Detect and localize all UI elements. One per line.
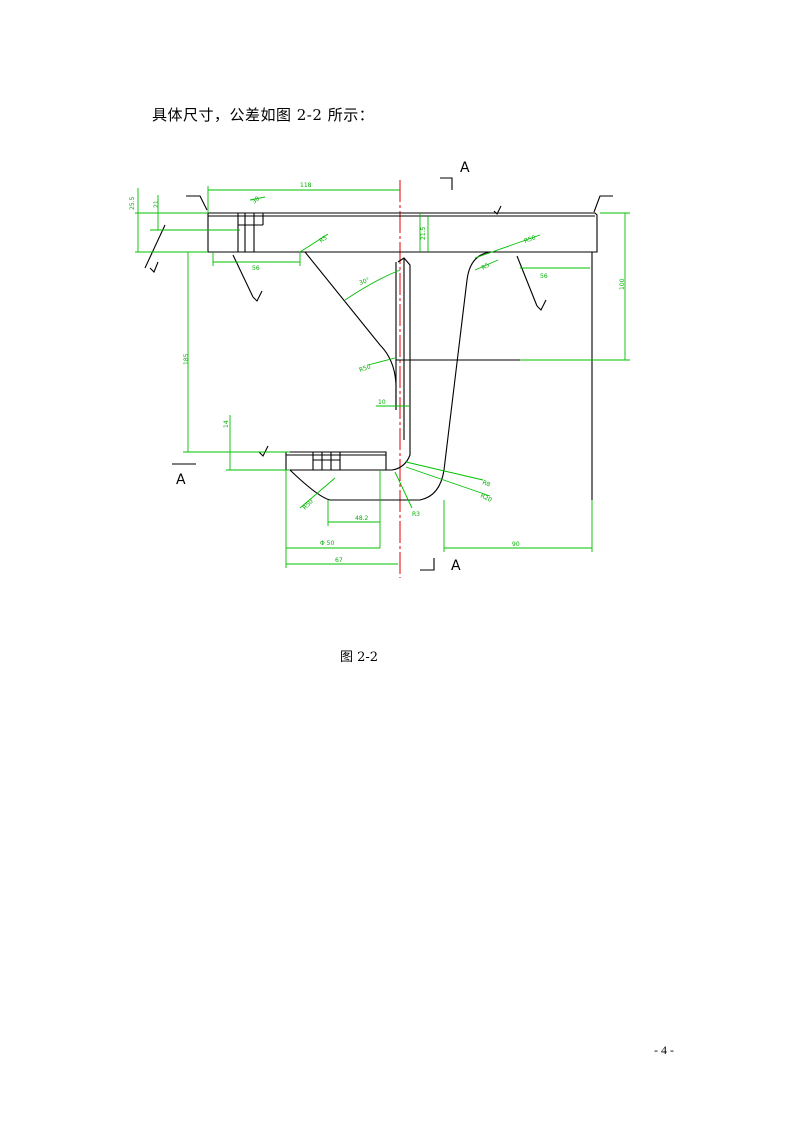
dim-r5: R5 [318,234,329,244]
dim-56-left: 56 [252,265,260,272]
dim-100: 100 [619,278,626,290]
dim-30: 30 [251,195,261,205]
dim-14: 14 [223,420,230,428]
dim-90: 90 [512,541,520,548]
intro-paragraph: 具体尺寸，公差如图 2-2 所示： [152,106,375,124]
dim-10: 10 [378,399,386,406]
part-outline [144,177,613,571]
section-a-left: A [176,472,186,488]
dimension-lines [135,186,630,568]
dim-r5-top: R5 [481,262,492,272]
dim-25-5: 25.5 [129,196,136,210]
figure-caption: 图 2-2 [340,650,379,665]
dim-r50-bottom: R50 [301,498,314,511]
dim-118: 118 [300,182,312,189]
dim-phi50: Φ 50 [320,540,334,547]
dim-r20: R20 [479,492,493,503]
dim-185: 185 [183,353,190,365]
section-a-top: A [460,160,470,176]
dim-r50-left: R50 [358,363,372,374]
dim-48-2: 48.2 [355,515,369,522]
dim-21-5: 21.5 [420,226,427,240]
section-a-bottom: A [451,558,461,574]
dim-21: 21 [153,200,160,208]
dimension-labels: 118 25.5 21 30 21.5 R5 R50 R5 56 56 30° … [129,182,626,564]
dim-56-right: 56 [540,273,548,280]
dim-67: 67 [335,557,343,564]
page-number: - 4 - [654,1043,674,1057]
section-labels: A A A [176,160,470,574]
dim-r3: R3 [412,511,420,518]
dim-30deg: 30° [358,277,370,287]
dim-r50-top: R50 [523,234,537,245]
dim-r8: R8 [481,479,491,488]
